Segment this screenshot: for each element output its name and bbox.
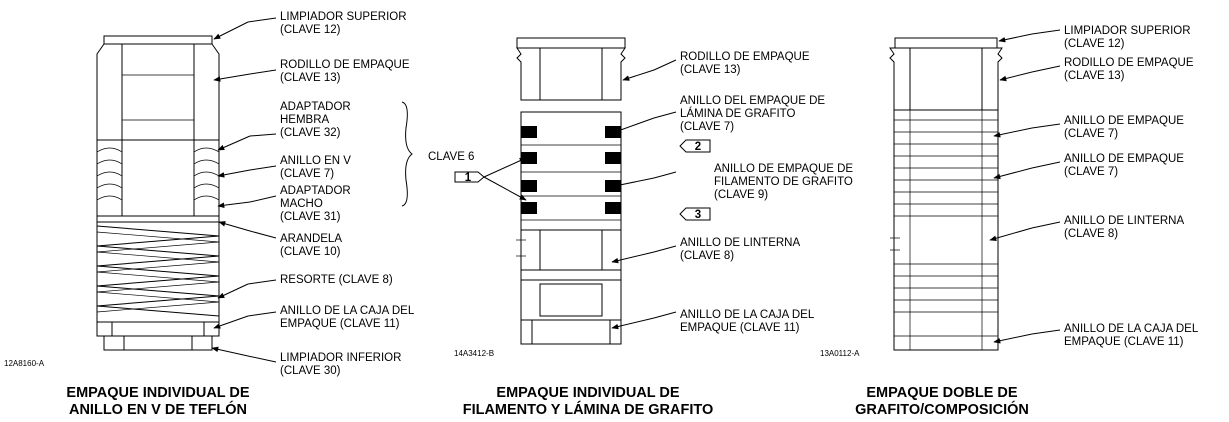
d2-label-linterna: ANILLO DE LINTERNA(CLAVE 8): [680, 237, 800, 262]
d1-ref-code: 12A8160-A: [4, 359, 45, 368]
d3-label-anillo-2: ANILLO DE EMPAQUE(CLAVE 7): [1064, 153, 1184, 178]
marker-3: [679, 207, 711, 221]
d3-label-rodillo: RODILLO DE EMPAQUE(CLAVE 13): [1064, 57, 1194, 82]
d3-ref-code: 13A0112-A: [820, 349, 860, 358]
d1-label-arandela: ARANDELA(CLAVE 10): [280, 233, 342, 258]
d2-marker-1-text: 1: [465, 172, 472, 184]
diagram-graphite-filament: [454, 37, 711, 345]
d2-ref-code: 14A3412-B: [454, 349, 494, 358]
d3-label-limpiador-superior: LIMPIADOR SUPERIOR(CLAVE 12): [1064, 25, 1191, 50]
d1-label-resorte: RESORTE (CLAVE 8): [280, 274, 393, 286]
graphite-ring-stack: [516, 111, 622, 345]
d1-label-anillo-en-v: ANILLO EN V(CLAVE 7): [280, 155, 351, 180]
d1-label-limpiador-inferior: LIMPIADOR INFERIOR(CLAVE 30): [280, 352, 401, 377]
diagram-v-ring-teflon: [96, 17, 413, 363]
d1-label-limpiador-superior: LIMPIADOR SUPERIOR(CLAVE 12): [280, 11, 407, 36]
d3-label-linterna: ANILLO DE LINTERNA(CLAVE 8): [1064, 215, 1184, 240]
ring-lines: [890, 119, 998, 337]
d1-label-rodillo: RODILLO DE EMPAQUE(CLAVE 13): [280, 59, 410, 84]
marker-1: [454, 171, 485, 183]
diagram-double-graphite: [889, 29, 1061, 351]
d3-label-anillo-1: ANILLO DE EMPAQUE(CLAVE 7): [1064, 115, 1184, 140]
d2-label-rodillo: RODILLO DE EMPAQUE(CLAVE 13): [680, 51, 810, 76]
d2-marker-2-text: 2: [695, 141, 701, 153]
d2-clave-6: CLAVE 6: [428, 151, 474, 163]
d2-marker-3-text: 3: [695, 209, 701, 221]
marker-2: [679, 139, 711, 153]
